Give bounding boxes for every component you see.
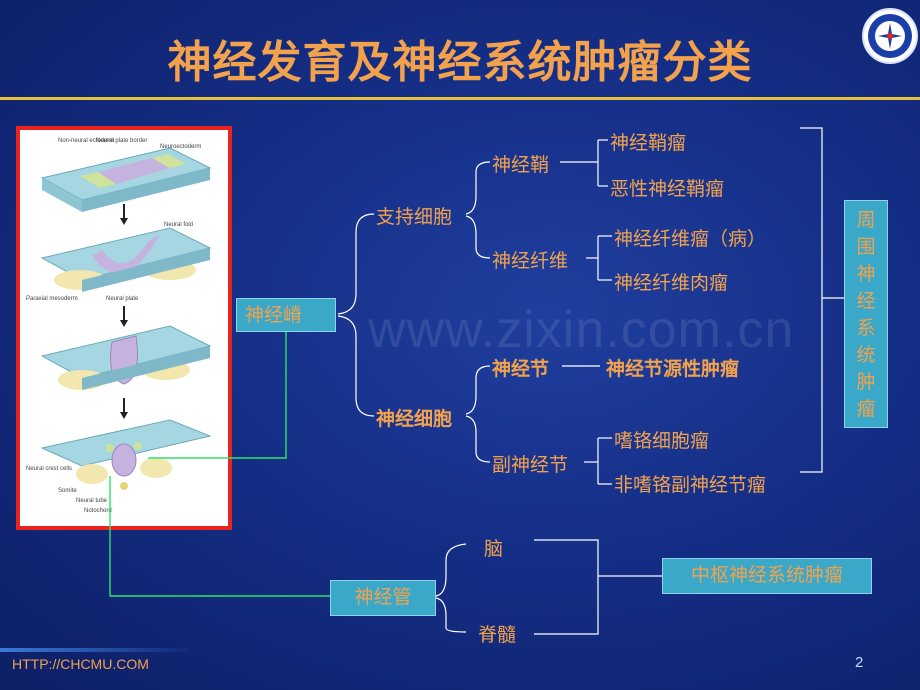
label-notochord: Notochord [84,508,112,514]
node-non-chromaffin-paraganglioma: 非嗜铬副神经节瘤 [614,474,767,496]
node-peripheral-nervous-system-tumor: 周围神经系统肿瘤 [844,200,888,428]
watermark: www.zixin.com.cn [368,301,795,359]
node-neural-cells: 神经细胞 [376,408,453,430]
node-neural-tube: 神经管 [330,580,436,616]
node-fiber: 神经纤维 [492,250,569,272]
node-support-cells: 支持细胞 [376,206,453,228]
node-malignant-schwannoma: 恶性神经鞘瘤 [610,178,725,200]
label-somite: Somite [58,488,77,494]
node-paraganglion: 副神经节 [492,454,569,476]
label-neural-fold: Neural fold [164,222,193,228]
node-pheochromocytoma: 嗜铬细胞瘤 [614,430,710,452]
node-spinal-cord: 脊髓 [478,624,517,646]
node-neurofibrosarcoma: 神经纤维肉瘤 [614,272,729,294]
label-neural-plate: Neural plate [106,296,139,302]
node-neurofibroma: 神经纤维瘤（病） [614,228,767,250]
footer-bar [0,648,190,652]
node-cns-tumor: 中枢神经系统肿瘤 [662,558,872,594]
node-ganglion: 神经节 [492,358,550,380]
neural-development-figure: Non-neural ectoderm Neural plate border … [16,126,232,530]
node-schwannoma: 神经鞘瘤 [610,132,687,154]
peripheral-tumor-label: 周围神经系统肿瘤 [856,209,876,420]
node-neural-crest: 神经嵴 [236,298,336,332]
node-sheath: 神经鞘 [492,154,550,176]
node-ganglion-tumor: 神经节源性肿瘤 [606,358,740,380]
node-brain: 脑 [484,538,504,560]
label-neural-plate-border: Neural plate border [96,138,147,144]
label-non-neural-ectoderm: Non-neural ectoderm [58,138,114,144]
footer-url: HTTP://CHCMU.COM [12,656,149,672]
label-neural-crest-cells: Neural crest cells [26,466,72,472]
school-logo-icon [862,8,918,64]
page-number: 2 [855,654,864,671]
page-title: 神经发育及神经系统肿瘤分类 [167,37,753,88]
label-neuroectoderm: Neuroectoderm [160,144,201,150]
label-paraxial-mesoderm: Paraxial mesoderm [26,296,78,302]
title-underline [0,97,920,100]
label-neural-tube: Neural tube [76,498,108,504]
